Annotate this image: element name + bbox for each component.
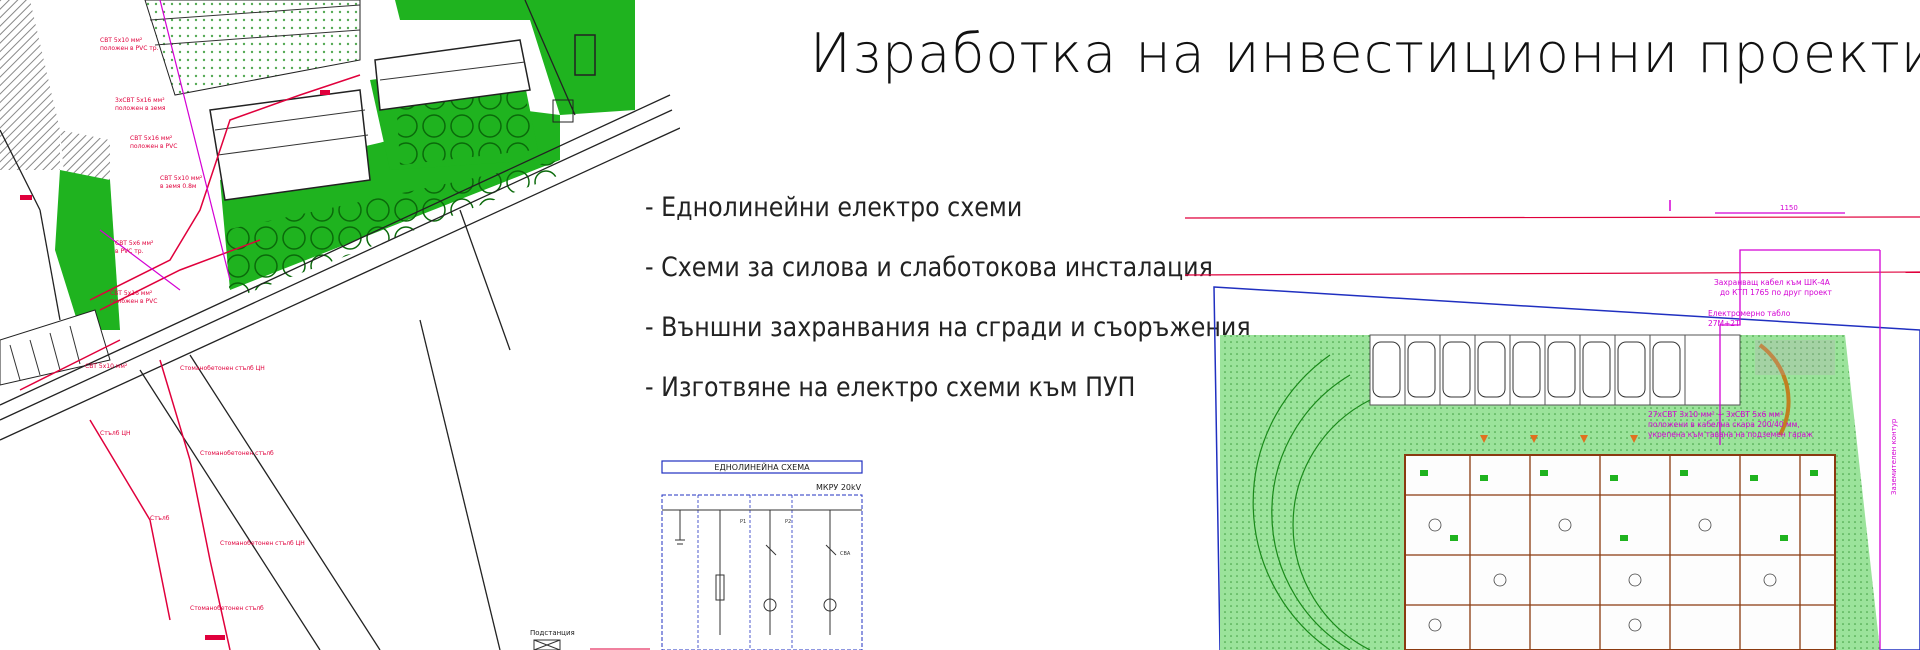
svg-text:положен в РVС тр.: положен в РVС тр.	[100, 45, 159, 52]
svg-text:Р1: Р1	[740, 519, 746, 525]
note-grounding: Заземителен контур	[1890, 418, 1898, 495]
svg-text:в РVС тр.: в РVС тр.	[115, 248, 144, 255]
svg-text:СВТ 5х6 мм²: СВТ 5х6 мм²	[115, 240, 154, 247]
svg-text:СВТ 5х16 мм²: СВТ 5х16 мм²	[110, 290, 153, 297]
svg-text:СВТ 5х10 мм²: СВТ 5х10 мм²	[85, 363, 128, 370]
svg-text:Стоманобетонен стълб ЦН: Стоманобетонен стълб ЦН	[220, 540, 305, 547]
svg-text:СВТ 5х16 мм²: СВТ 5х16 мм²	[130, 135, 173, 142]
dimension-label: 1150	[1780, 204, 1798, 212]
svg-text:СВТ 5х10 мм²: СВТ 5х10 мм²	[160, 175, 203, 182]
svg-text:Стоманобетонен стълб ЦН: Стоманобетонен стълб ЦН	[180, 365, 265, 372]
svg-text:положен в РVС: положен в РVС	[110, 298, 157, 305]
right-site-plan-drawing: 1150 Захранващ кабел към ШК-4А до КТП 17…	[1184, 200, 1920, 650]
svg-text:СВТ 5х10 мм²: СВТ 5х10 мм²	[100, 37, 143, 44]
note-cable-route-2: положени в кабелна скара 200/40 мм,	[1648, 420, 1800, 429]
schematic-heading-box	[661, 460, 863, 474]
note-meter-panel-2: 27М+2Т	[1708, 319, 1740, 328]
svg-text:Стълб ЦН: Стълб ЦН	[100, 430, 131, 437]
note-feeder-cable-2: до КТП 1765 по друг проект	[1720, 288, 1833, 297]
schematic-label-substation: Подстанция	[530, 629, 575, 637]
svg-text:Стоманобетонен стълб: Стоманобетонен стълб	[190, 605, 264, 612]
svg-text:Стълб: Стълб	[150, 515, 170, 522]
svg-text:в земя 0.8м: в земя 0.8м	[160, 183, 196, 190]
note-meter-panel: Електромерно табло	[1708, 309, 1791, 318]
note-feeder-cable: Захранващ кабел към ШК-4А	[1714, 278, 1831, 287]
note-cable-route-3: укрепена към тавана на подземен гараж	[1648, 430, 1813, 439]
schematic-label-mkru: МКРУ 20kV	[816, 483, 862, 492]
page-title: Изработка на инвестиционни проекти	[810, 22, 1920, 85]
svg-text:СВА: СВА	[840, 551, 851, 557]
svg-text:Стоманобетонен стълб: Стоманобетонен стълб	[200, 450, 274, 457]
svg-text:Р2: Р2	[785, 519, 791, 525]
svg-text:положен в земя: положен в земя	[115, 105, 166, 112]
note-cable-route: 27хСВТ 3х10 мм² + 3хСВТ 5х6 мм²	[1648, 410, 1783, 419]
svg-text:3хСВТ 5х16 мм²: 3хСВТ 5х16 мм²	[115, 97, 165, 104]
schematic-heading: ЕДНОЛИНЕЙНА СХЕМА	[714, 461, 810, 472]
bullet-external-power: - Външни захранвания на сгради и съоръже…	[645, 312, 1251, 343]
bullet-single-line-schemes: - Еднолинейни електро схеми	[645, 192, 1023, 223]
svg-text:положен в РVС: положен в РVС	[130, 143, 177, 150]
bullet-pup-schemes: - Изготвяне на електро схеми към ПУП	[645, 372, 1136, 403]
bullet-power-low-current: - Схеми за силова и слаботокова инсталац…	[645, 252, 1213, 283]
